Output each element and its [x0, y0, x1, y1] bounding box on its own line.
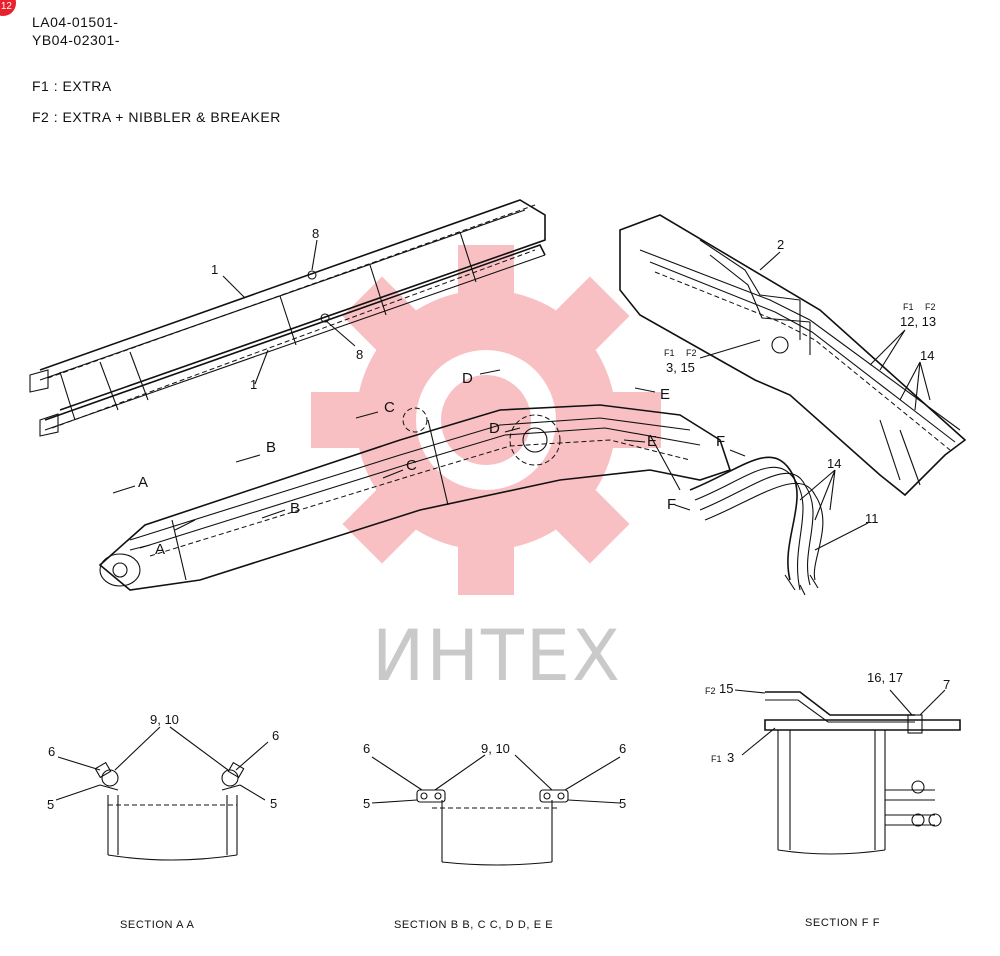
legend-f1-sep: :	[53, 78, 59, 94]
section-bb-callout-6-right: 6	[619, 741, 627, 756]
legend-f1-desc: EXTRA	[62, 78, 112, 94]
section-aa-callout-6-right: 6	[272, 728, 280, 743]
section-ff-f2-small: F2	[705, 686, 716, 696]
callout-14-upper: 14	[920, 348, 935, 363]
callout-leaders	[222, 239, 931, 551]
section-arrow-e-1: E	[660, 386, 671, 403]
legend-f1: F1 : EXTRA	[32, 78, 112, 94]
section-bb-drawing	[371, 754, 621, 866]
section-bb-callout-6-left: 6	[363, 741, 371, 756]
pipe-assembly-upper	[29, 199, 546, 437]
section-arrow-e-2: E	[647, 433, 658, 450]
section-ff-drawing	[734, 689, 961, 855]
section-arrow-c-2: C	[406, 457, 417, 474]
section-ff-callout-15: 15	[719, 681, 734, 696]
section-bb-callout-5-right: 5	[619, 796, 627, 811]
arm-assembly-right	[619, 214, 967, 497]
legend-f2-desc: EXTRA + NIBBLER & BREAKER	[62, 109, 281, 125]
section-ff-f1-small: F1	[711, 754, 722, 764]
callout-f2-small-a: F2	[925, 302, 936, 312]
callout-8-lower: 8	[356, 347, 364, 362]
callout-14-lower: 14	[827, 456, 842, 471]
section-arrow-b-2: B	[290, 500, 301, 517]
section-arrow-a-1: A	[138, 474, 149, 491]
part-code-2: YB04-02301-	[32, 32, 121, 48]
section-arrow-c-1: C	[384, 399, 395, 416]
callout-1-lower: 1	[250, 377, 258, 392]
callout-12-13: 12, 13	[900, 314, 937, 329]
section-arrow-d-1: D	[462, 370, 473, 387]
section-ff-title: SECTION F F	[805, 917, 881, 929]
watermark-text: ИНТЕХ	[372, 615, 622, 697]
section-aa-callout-5-left: 5	[47, 797, 55, 812]
boom-main	[98, 404, 732, 591]
legend-f1-key: F1	[32, 78, 50, 94]
section-bb-title: SECTION B B, C C, D D, E E	[394, 919, 554, 931]
legend-f2-key: F2	[32, 109, 50, 125]
section-aa-callout-9-10: 9, 10	[150, 712, 179, 727]
section-arrow-f-2: F	[667, 496, 677, 513]
section-ff-callout-7: 7	[943, 677, 951, 692]
section-bb-callout-9-10: 9, 10	[481, 741, 510, 756]
section-aa-callout-6-left: 6	[48, 744, 56, 759]
page-badge-number: 12	[0, 1, 12, 12]
callout-f2-small-b: F2	[686, 348, 697, 358]
section-bb-callout-5-left: 5	[363, 796, 371, 811]
section-arrow-d-2: D	[489, 420, 500, 437]
callout-1-upper: 1	[211, 262, 219, 277]
section-aa-title: SECTION A A	[120, 919, 195, 931]
callout-f1-small-a: F1	[903, 302, 914, 312]
section-ff-callout-16-17: 16, 17	[867, 670, 904, 685]
section-aa-drawing	[55, 726, 269, 861]
page-badge: 12	[0, 0, 16, 16]
section-arrow-a-2: A	[155, 541, 166, 558]
part-code-1: LA04-01501-	[32, 14, 119, 30]
hose-bundle-lower-right	[689, 456, 824, 596]
section-arrow-b-1: B	[266, 439, 277, 456]
section-aa-callout-5-right: 5	[270, 796, 278, 811]
section-arrows	[112, 369, 746, 551]
callout-11: 11	[865, 511, 879, 526]
legend-f2-sep: :	[53, 109, 59, 125]
section-arrow-f-1: F	[716, 433, 726, 450]
callout-f1-small-b: F1	[664, 348, 675, 358]
callout-3-15: 3, 15	[666, 360, 695, 375]
callout-2: 2	[777, 237, 785, 252]
legend-f2: F2 : EXTRA + NIBBLER & BREAKER	[32, 109, 281, 125]
section-ff-callout-3: 3	[727, 750, 735, 765]
callout-8-upper: 8	[312, 226, 320, 241]
